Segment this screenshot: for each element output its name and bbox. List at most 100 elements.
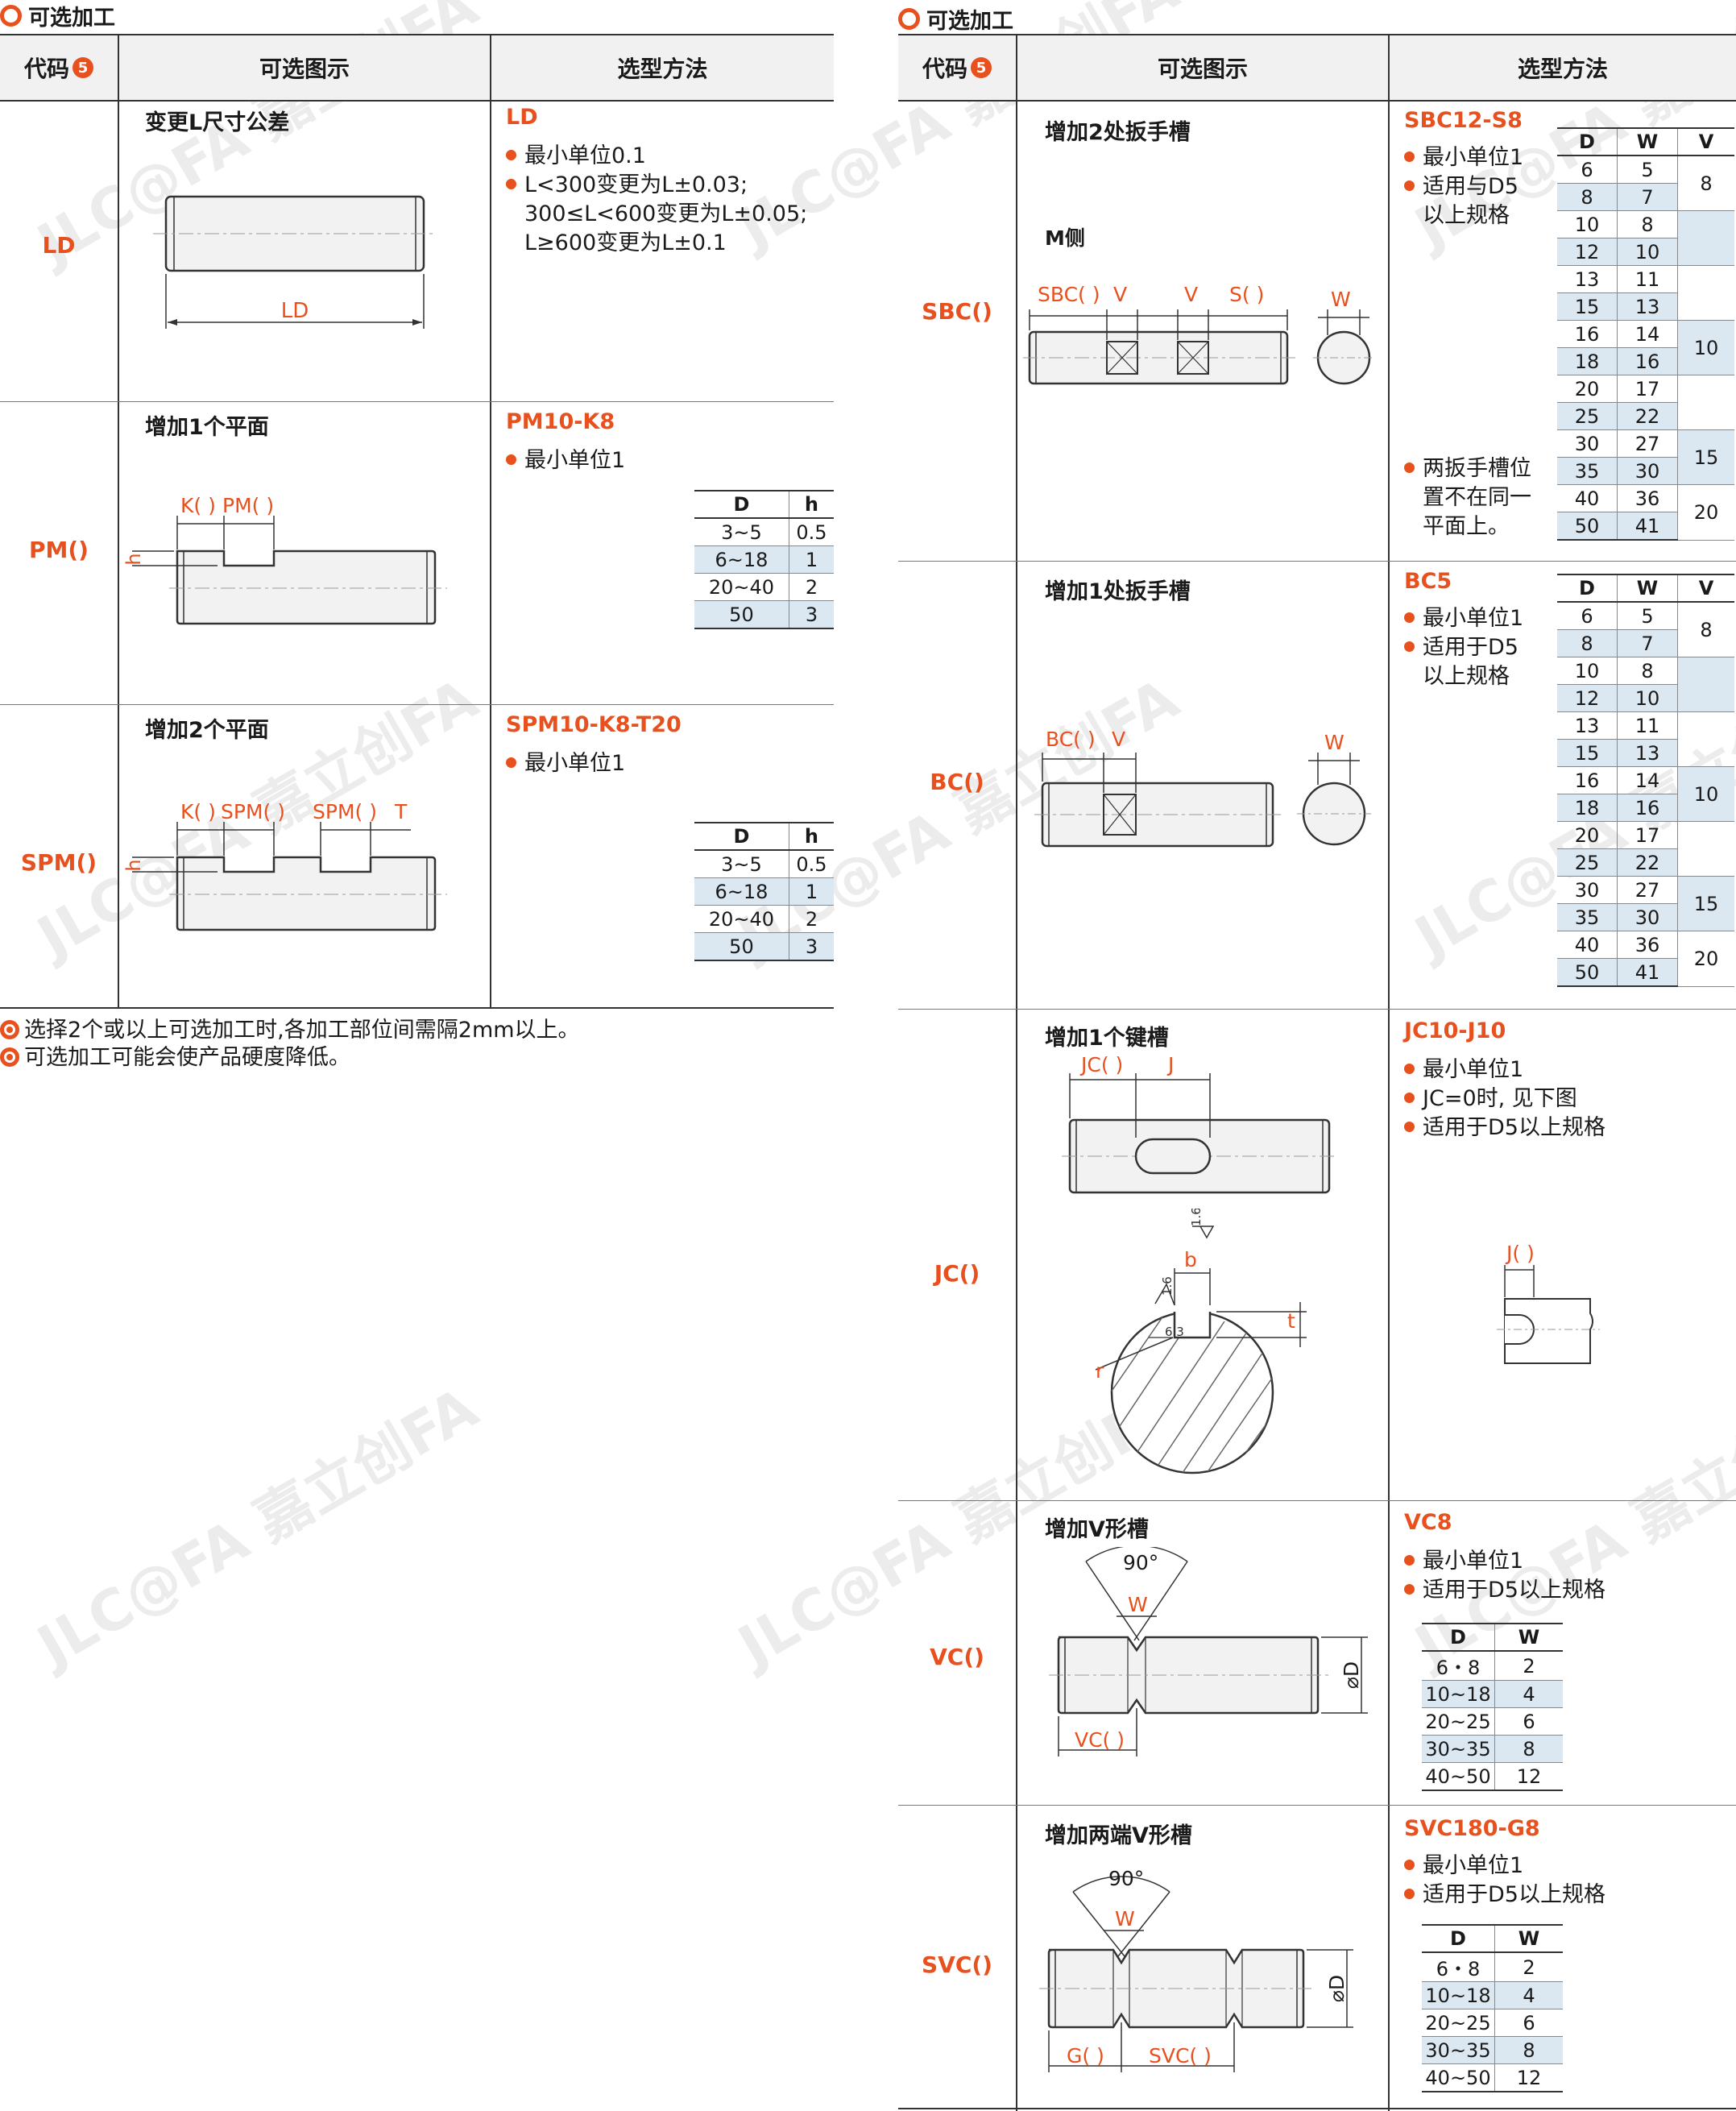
table-cell: 20 (1677, 484, 1734, 541)
bullet-list: 最小单位1 适用于D5以上规格 (1404, 1852, 1605, 1910)
divider (118, 34, 119, 1009)
col-header: D (1422, 1623, 1495, 1652)
table-cell: 3~5 (694, 850, 789, 878)
section-title-text: 可选加工 (28, 6, 115, 31)
table-cell: 27 (1617, 429, 1678, 458)
circle-icon (898, 8, 920, 30)
spm-flat-diagram: K( ) SPM( ) SPM( ) T h (122, 800, 447, 931)
dim-label: G( ) (1067, 2044, 1104, 2067)
bullet-item: 最小单位1 (506, 446, 625, 475)
watermark: JLC@FA 嘉立创FA (27, 1375, 489, 1680)
side-label: M侧 (1045, 226, 1085, 250)
table-cell: 30 (1617, 457, 1678, 485)
angle-label: 90° (1123, 1551, 1158, 1574)
table-cell: 6 (1557, 602, 1618, 630)
table-cell: 20~40 (694, 905, 789, 933)
table-cell: 2 (1494, 1952, 1563, 1982)
table-cell: 20~40 (694, 573, 789, 601)
bullet-list: 最小单位1 适用于D5以上规格 (1404, 1547, 1605, 1605)
sbc-wrench-flat-diagram: SBC( ) V V S( ) W (1023, 283, 1374, 385)
table-cell: 36 (1617, 484, 1678, 512)
code-bc: BC() (930, 769, 984, 795)
bullet-item: 最小单位1 (1404, 1547, 1605, 1576)
table-cell: 12 (1494, 2063, 1563, 2092)
table-cell: 4 (1494, 1981, 1563, 2009)
dim-label: ⌀D (1340, 1661, 1363, 1689)
table-cell: 6~18 (694, 545, 789, 574)
table-cell: 36 (1617, 931, 1678, 959)
table-cell: 30 (1557, 429, 1618, 458)
table-cell: 12 (1557, 238, 1618, 266)
table-cell: 13 (1617, 292, 1678, 321)
bullet-item: 最小单位1 (1404, 1056, 1605, 1085)
table-cell: 10 (1557, 657, 1618, 685)
bullet-text: JC=0时, 见下图 (1423, 1086, 1577, 1111)
table-cell: 12 (1494, 1762, 1563, 1791)
table-cell (1677, 375, 1734, 430)
table-cell: 20~25 (1422, 2009, 1495, 2037)
dim-label: J( ) (1505, 1242, 1535, 1265)
bullet-list: 最小单位1 (506, 446, 625, 475)
svc-vgroove-diagram: 90° W G( ) SVC( ) ⌀D (1039, 1867, 1353, 2072)
table-cell: 1 (788, 877, 834, 906)
table-cell: 2 (788, 905, 834, 933)
order-code: SVC180-G8 (1404, 1816, 1540, 1841)
dim-label: SPM( ) (313, 800, 377, 823)
table-cell: 30~35 (1422, 1735, 1495, 1763)
table-cell: 10 (1557, 210, 1618, 238)
dim-label: K( ) (180, 494, 216, 517)
table-cell: 22 (1617, 848, 1678, 877)
jc-zero-diagram: J( ) (1497, 1242, 1600, 1364)
table-cell: 10~18 (1422, 1981, 1495, 2009)
table-cell: 8 (1617, 210, 1678, 238)
col-header: D (1422, 1924, 1495, 1953)
bullet-text: 最小单位1 (524, 751, 626, 776)
table-cell (1677, 210, 1734, 266)
dim-label: ⌀D (1325, 1975, 1349, 2002)
dim-label: h (122, 859, 145, 871)
col-header: W (1494, 1924, 1563, 1953)
code-ld: LD (42, 232, 76, 259)
table-cell: 7 (1617, 629, 1678, 657)
bullet-item: 适用于D5以上规格 (1404, 1576, 1605, 1605)
bullet-text: 300≤L<600变更为L±0.05; (524, 201, 808, 226)
table-cell: 15 (1557, 739, 1618, 767)
order-code: SPM10-K8-T20 (506, 712, 682, 737)
order-code: LD (506, 105, 538, 130)
bullet-text: 最小单位1 (524, 448, 626, 473)
code-jc: JC() (934, 1260, 980, 1287)
table-bottom-border (898, 2108, 1736, 2109)
badge-5: 5 (73, 57, 93, 78)
bullet-text: 置不在同一 (1423, 485, 1531, 510)
table-cell: 10 (1677, 320, 1734, 375)
code-svc: SVC() (922, 1951, 992, 1978)
table-cell: 41 (1617, 512, 1678, 541)
roughness-label: 1.6 (1189, 1209, 1204, 1226)
table-cell: 8 (1494, 1735, 1563, 1763)
table-cell: 20 (1557, 821, 1618, 849)
table-cell: 12 (1557, 684, 1618, 712)
col-header: D (694, 822, 789, 851)
header-figure: 可选图示 (1157, 56, 1248, 82)
